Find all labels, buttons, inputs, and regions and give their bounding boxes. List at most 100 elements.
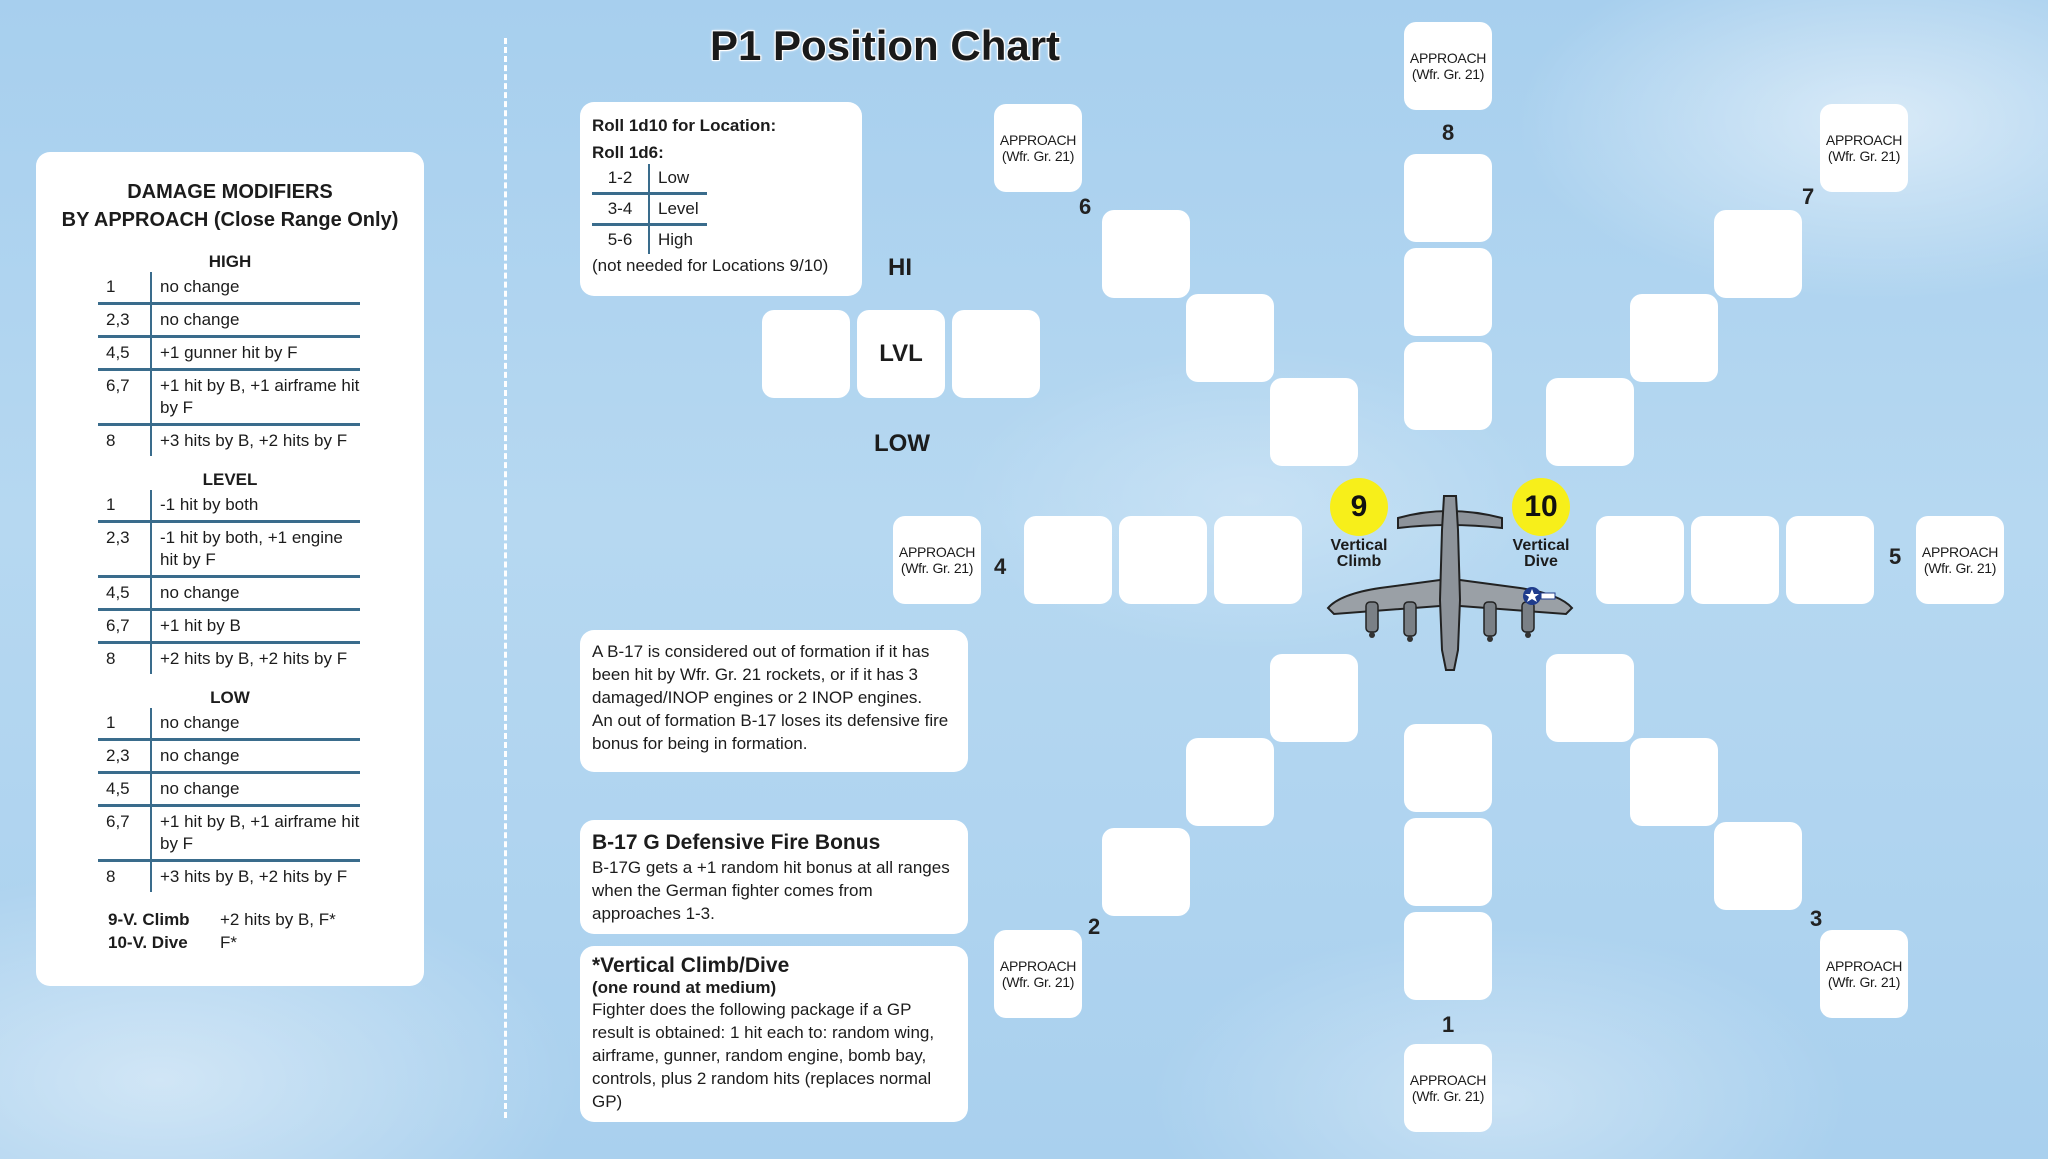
effect-cell: +1 hit by B, +1 airframe hit by F — [160, 812, 360, 853]
defensive-bonus-body: B-17G gets a +1 random hit bonus at all … — [592, 858, 950, 923]
effect-cell: no change — [160, 277, 240, 296]
approach-5-square-2[interactable] — [1691, 516, 1779, 604]
table-row: 8+2 hits by B, +2 hits by F — [98, 642, 360, 674]
formation-note-p1: A B-17 is considered out of formation if… — [592, 642, 930, 707]
roll-cell: 5-6 — [592, 224, 650, 254]
approach-2-square-2[interactable] — [1186, 738, 1274, 826]
approach-number-4: 4 — [994, 554, 1007, 579]
table-row: 6,7+1 hit by B, +1 airframe hit by F — [98, 805, 360, 861]
approach-4-box[interactable]: APPROACH(Wfr. Gr. 21) — [893, 516, 981, 604]
vertical-box-title: *Vertical Climb/Dive — [592, 954, 790, 977]
dive-value: F* — [220, 933, 237, 952]
approach-sub: (Wfr. Gr. 21) — [1827, 974, 1901, 990]
approach-3-square-2[interactable] — [1630, 738, 1718, 826]
approach-6-box[interactable]: APPROACH(Wfr. Gr. 21) — [994, 104, 1082, 192]
approach-4-square-2[interactable] — [1119, 516, 1207, 604]
approach-number-8: 8 — [1442, 120, 1455, 145]
result-cell: Level — [658, 199, 699, 218]
roll-cell: 6,7 — [98, 805, 152, 861]
formation-note-p2: An out of formation B-17 loses its defen… — [592, 711, 949, 753]
roll-note: (not needed for Locations 9/10) — [592, 256, 829, 275]
vertical-dive-marker[interactable]: 10 — [1512, 478, 1570, 536]
approach-8-square-1[interactable] — [1404, 154, 1492, 242]
roll-cell: 3-4 — [592, 193, 650, 225]
approach-7-square-1[interactable] — [1714, 210, 1802, 298]
effect-cell: +1 hit by B — [160, 616, 241, 635]
table-row: 6,7+1 hit by B — [98, 609, 360, 643]
roll-cell: 1 — [98, 708, 152, 740]
effect-cell: +1 hit by B, +1 airframe hit by F — [160, 376, 360, 417]
approach-8-square-3[interactable] — [1404, 342, 1492, 430]
approach-3-square-1[interactable] — [1546, 654, 1634, 742]
altitude-box-right[interactable] — [952, 310, 1040, 398]
approach-2-square-3[interactable] — [1102, 828, 1190, 916]
approach-1-box[interactable]: APPROACH(Wfr. Gr. 21) — [1404, 1044, 1492, 1132]
approach-sub: (Wfr. Gr. 21) — [1923, 560, 1997, 576]
approach-7-square-2[interactable] — [1630, 294, 1718, 382]
table-row: 1 no change — [98, 272, 360, 304]
altitude-lvl-label: LVL — [879, 340, 923, 367]
approach-label: APPROACH — [999, 132, 1077, 148]
roll-cell: 1 — [98, 272, 152, 304]
approach-8-box[interactable]: APPROACH(Wfr. Gr. 21) — [1404, 22, 1492, 110]
approach-2-box[interactable]: APPROACH(Wfr. Gr. 21) — [994, 930, 1082, 1018]
approach-1-square-2[interactable] — [1404, 818, 1492, 906]
approach-label: APPROACH — [1825, 132, 1903, 148]
table-row: 3-4 Level — [592, 193, 707, 225]
effect-cell: -1 hit by both — [160, 495, 259, 514]
vertical-climb-marker[interactable]: 9 — [1330, 478, 1388, 536]
title-line2: BY APPROACH (Close Range Only) — [61, 209, 399, 231]
approach-number-3: 3 — [1810, 906, 1823, 931]
effect-cell: -1 hit by both, +1 engine hit by F — [160, 528, 343, 569]
b17-bomber-icon — [1326, 495, 1574, 671]
effect-cell: +3 hits by B, +2 hits by F — [160, 867, 348, 886]
approach-1-square-1[interactable] — [1404, 724, 1492, 812]
approach-6-square-2[interactable] — [1186, 294, 1274, 382]
dive-line2: Dive — [1524, 553, 1558, 570]
approach-5-box[interactable]: APPROACH(Wfr. Gr. 21) — [1916, 516, 2004, 604]
vertical-climb-dive-box: *Vertical Climb/Dive (one round at mediu… — [580, 946, 968, 1122]
effect-cell: +3 hits by B, +2 hits by F — [160, 431, 348, 450]
altitude-box-level[interactable]: LVL — [857, 310, 945, 398]
dive-number: 10 — [1524, 490, 1558, 523]
approach-3-square-3[interactable] — [1714, 822, 1802, 910]
separator-dashed-line — [504, 38, 507, 1118]
roll-cell: 4,5 — [98, 772, 152, 806]
result-cell: Low — [658, 168, 690, 187]
formation-note-box: A B-17 is considered out of formation if… — [580, 630, 968, 772]
approach-6-square-3[interactable] — [1270, 378, 1358, 466]
approach-7-square-3[interactable] — [1546, 378, 1634, 466]
title-line1: DAMAGE MODIFIERS — [127, 181, 333, 203]
table-row: 4,5+1 gunner hit by F — [98, 336, 360, 370]
table-row: 6,7+1 hit by B, +1 airframe hit by F — [98, 369, 360, 425]
roll-cell: 1-2 — [592, 164, 650, 194]
approach-5-square-3[interactable] — [1786, 516, 1874, 604]
approach-label: APPROACH — [898, 544, 976, 560]
section-heading-level: LEVEL — [202, 470, 258, 489]
altitude-box-left[interactable] — [762, 310, 850, 398]
approach-2-square-1[interactable] — [1270, 654, 1358, 742]
approach-4-square-1[interactable] — [1024, 516, 1112, 604]
approach-5-square-1[interactable] — [1596, 516, 1684, 604]
roll-d6-label: Roll 1d6: — [592, 143, 664, 162]
approach-4-square-3[interactable] — [1214, 516, 1302, 604]
approach-6-square-1[interactable] — [1102, 210, 1190, 298]
effect-cell: +2 hits by B, +2 hits by F — [160, 649, 348, 668]
approach-number-5: 5 — [1889, 544, 1902, 569]
roll-cell: 4,5 — [98, 576, 152, 610]
page-title: P1 Position Chart — [710, 22, 1061, 69]
approach-1-square-3[interactable] — [1404, 912, 1492, 1000]
approach-label: APPROACH — [1409, 1072, 1487, 1088]
roll-cell: 2,3 — [98, 303, 152, 337]
approach-3-box[interactable]: APPROACH(Wfr. Gr. 21) — [1820, 930, 1908, 1018]
roll-cell: 1 — [98, 490, 152, 522]
approach-7-box[interactable]: APPROACH(Wfr. Gr. 21) — [1820, 104, 1908, 192]
section-heading-high: HIGH — [208, 252, 252, 271]
roll-d10-label: Roll 1d10 for Location: — [592, 116, 777, 135]
approach-8-square-2[interactable] — [1404, 248, 1492, 336]
